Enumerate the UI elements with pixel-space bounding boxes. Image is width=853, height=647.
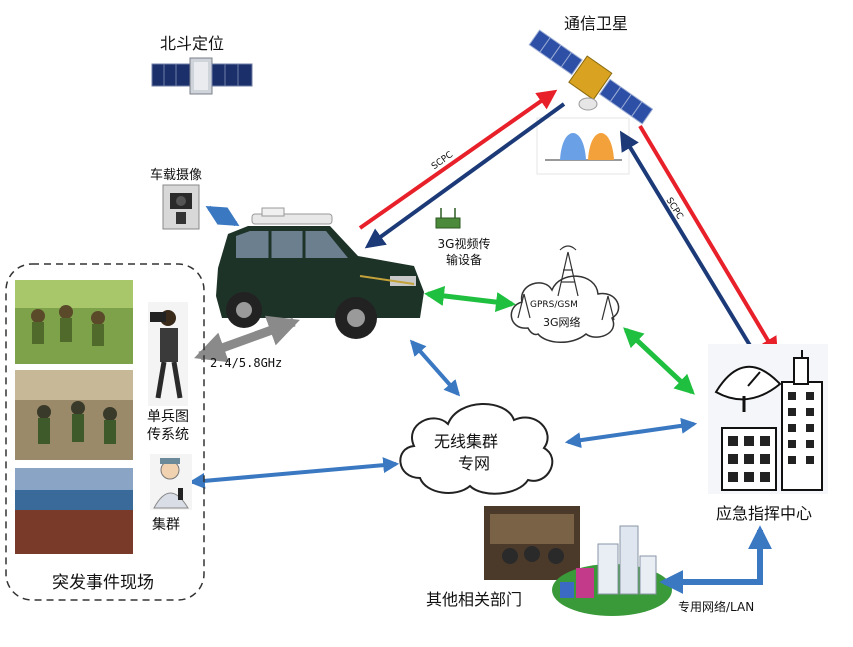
gprs-network-cloud	[510, 245, 620, 343]
departments-label: 其他相关部门	[426, 590, 523, 609]
cluster-label: 集群	[152, 517, 180, 533]
officer-radio-icon	[150, 454, 192, 510]
vehicle-trunk-link	[409, 339, 461, 397]
uplink-command-satellite	[619, 130, 762, 364]
lan-link	[659, 525, 772, 594]
downlink-satellite-command	[638, 124, 779, 358]
trunk-command-link	[564, 417, 698, 449]
spectrum-icon	[536, 117, 630, 175]
video-device-label: 3G视频传 输设备	[437, 237, 491, 267]
vehicle-gprs-link	[424, 285, 516, 313]
camera-vehicle-link	[205, 205, 240, 227]
scene-photo-3	[15, 468, 133, 554]
cell-tower-icon	[517, 245, 615, 321]
downlink-satellite-vehicle	[364, 102, 566, 249]
gprs-label: GPRS/GSM	[530, 300, 578, 310]
lan-label: 专用网络/LAN	[678, 600, 755, 614]
gprs-3g-label: 3G网络	[543, 316, 581, 329]
command-center-label: 应急指挥中心	[716, 504, 813, 523]
camera-icon	[162, 184, 200, 230]
scene-photo-2	[15, 370, 133, 460]
communication-satellite-icon	[528, 29, 654, 125]
satellite-label: 通信卫星	[564, 14, 629, 33]
gprs-command-link	[623, 327, 695, 395]
uplink-vehicle-satellite	[358, 89, 558, 230]
vehicle-icon	[216, 207, 424, 339]
scene-photo-1	[15, 280, 133, 364]
satellite-links	[358, 89, 779, 364]
3g-device-icon	[435, 208, 461, 229]
vehicle-camera-label: 车载摄像	[150, 168, 203, 183]
cluster-trunk-link	[188, 457, 400, 489]
vehicle-soldier-link	[194, 315, 300, 363]
scene-label: 突发事件现场	[52, 573, 154, 593]
beidou-satellite-icon	[151, 57, 253, 95]
scene-boundary	[5, 263, 205, 601]
building-icon	[721, 350, 823, 491]
trunk-network-label: 无线集群	[434, 432, 499, 451]
beidou-label: 北斗定位	[160, 34, 225, 53]
trunk-network-label-2: 专网	[458, 454, 491, 473]
departments-icon	[484, 506, 672, 616]
command-center-icon	[708, 344, 828, 494]
soldier-camera-icon	[148, 302, 188, 406]
trunk-network-cloud	[399, 403, 554, 495]
soldier-system-label: 单兵图 传系统	[147, 409, 189, 443]
frequency-label: 2.4/5.8GHz	[210, 356, 283, 370]
satellite-dish-icon	[714, 366, 782, 412]
